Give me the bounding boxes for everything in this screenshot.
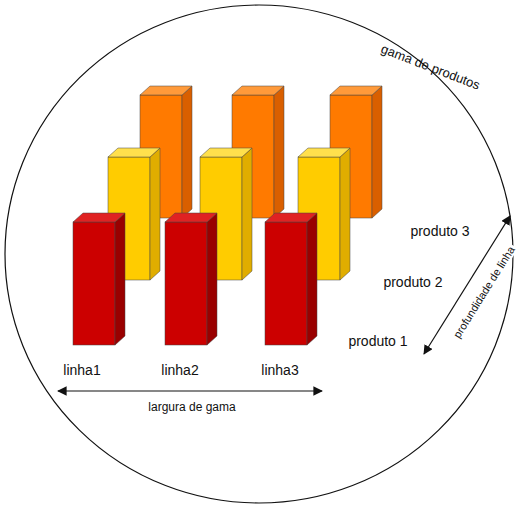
bar-top (232, 86, 284, 95)
product-label: produto 1 (346, 334, 409, 349)
product-bar (265, 213, 317, 345)
bar-top (140, 86, 192, 95)
bar-side (307, 213, 317, 345)
bar-top (108, 148, 160, 157)
axis-label: largura de gama (146, 401, 237, 414)
bar-side (150, 148, 160, 280)
bar-side (372, 86, 382, 218)
bar-top (73, 213, 125, 222)
product-boxes (73, 86, 382, 345)
circle-outline (4, 4, 514, 504)
range-title: gama de produtos (379, 42, 482, 93)
bar-front (165, 222, 207, 345)
bar-top (298, 148, 350, 157)
line-label: linha2 (159, 363, 200, 378)
bar-side (242, 148, 252, 280)
product-bar (73, 213, 125, 345)
range-circle: gama de produtos (4, 4, 514, 504)
bar-side (340, 148, 350, 280)
product-label: produto 3 (408, 224, 471, 239)
bar-side (274, 86, 284, 218)
line-label: linha3 (259, 363, 300, 378)
bar-front (265, 222, 307, 345)
bar-side (207, 213, 217, 345)
circle-line (5, 5, 513, 503)
bar-top (200, 148, 252, 157)
bar-top (330, 86, 382, 95)
bar-side (115, 213, 125, 345)
bar-side (182, 86, 192, 218)
width-arrow (58, 390, 322, 391)
bar-front (73, 222, 115, 345)
product-label: produto 2 (381, 275, 444, 290)
product-bar (165, 213, 217, 345)
line-label: linha1 (61, 363, 102, 378)
bar-top (165, 213, 217, 222)
bar-top (265, 213, 317, 222)
